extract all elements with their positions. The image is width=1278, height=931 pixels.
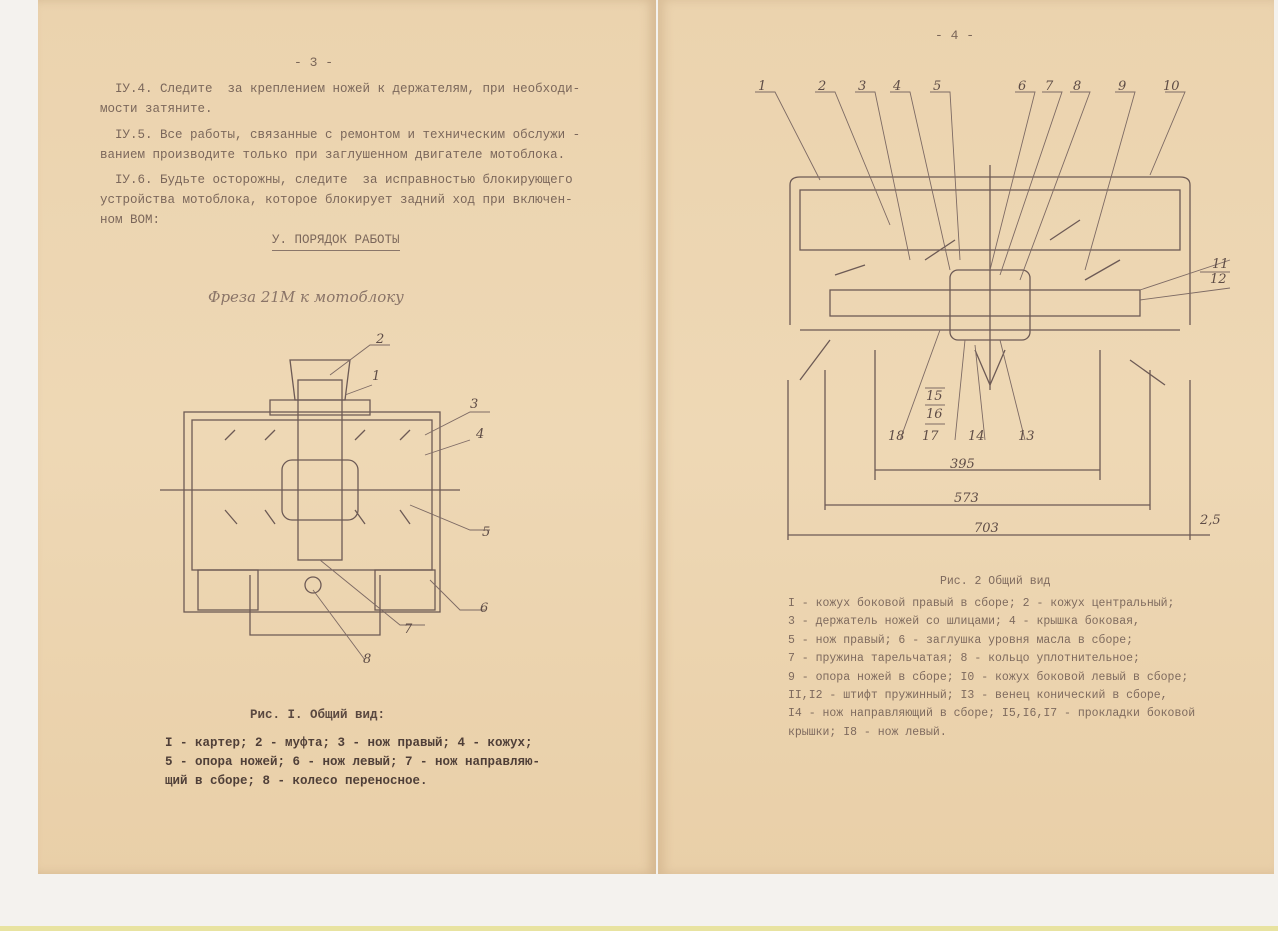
figure-label: 10 (1163, 79, 1180, 94)
dimension-label: 573 (954, 491, 979, 506)
figure-label: 2 (817, 79, 826, 94)
dimension-label: 2,5 (1199, 513, 1221, 528)
handwritten-title: Фреза 21М к мотоблоку (208, 288, 404, 306)
paragraph-line: IУ.6. Будьте осторожны, следите за испра… (115, 173, 573, 187)
paragraph-line: ванием производите только при заглушенно… (100, 148, 566, 162)
legend-line: 3 - держатель ножей со шлицами; 4 - крыш… (788, 615, 1140, 628)
dimension-label: 703 (974, 521, 999, 536)
figure-label: 18 (888, 429, 905, 444)
figure-label: 8 (1073, 79, 1081, 94)
figure-label: 9 (1118, 79, 1126, 94)
legend-line: II,I2 - штифт пружинный; I3 - венец кони… (788, 689, 1168, 702)
figure-2-diagram: 1 2 3 4 5 6 7 8 9 10 11 12 13 14 15 16 1… (755, 79, 1231, 540)
legend-line: I4 - нож направляющий в сборе; I5,I6,I7 … (788, 707, 1196, 720)
legend-line: щий в сборе; 8 - колесо переносное. (165, 774, 428, 788)
figure-label: 4 (475, 427, 484, 442)
figure-1-diagram: 1 2 3 4 5 6 7 8 (160, 332, 490, 667)
section-heading: У. ПОРЯДОК РАБОТЫ (272, 233, 400, 251)
left-page (38, 0, 656, 874)
figure-label: 6 (480, 601, 488, 616)
figure-label: 7 (1045, 79, 1054, 94)
legend-line: 5 - нож правый; 6 - заглушка уровня масл… (788, 634, 1134, 647)
legend-line: 9 - опора ножей в сборе; I0 - кожух боко… (788, 671, 1189, 684)
figure-label: 3 (858, 79, 866, 94)
figure-label: 5 (933, 79, 941, 94)
figure-caption: Рис. 2 Общий вид (940, 575, 1051, 588)
figure-label: 15 (926, 389, 943, 404)
legend-line: 5 - опора ножей; 6 - нож левый; 7 - нож … (165, 755, 541, 769)
figure-label: 7 (404, 622, 413, 637)
paragraph-line: устройства мотоблока, которое блокирует … (100, 193, 573, 207)
paragraph-line: IУ.5. Все работы, связанные с ремонтом и… (115, 128, 581, 142)
figure-label: 6 (1018, 79, 1026, 94)
legend-line: 7 - пружина тарельчатая; 8 - кольцо упло… (788, 652, 1140, 665)
paragraph-line: IУ.4. Следите за креплением ножей к держ… (115, 82, 581, 96)
paragraph-line: мости затяните. (100, 102, 213, 116)
page-number: - 3 - (294, 55, 334, 70)
legend-line: крышки; I8 - нож левый. (788, 726, 947, 739)
figure-label: 8 (363, 652, 371, 667)
figure-label: 1 (758, 79, 766, 94)
scan-edge (0, 926, 1278, 931)
figure-caption: Рис. I. Общий вид: (250, 708, 386, 722)
figure-label: 17 (922, 429, 939, 444)
legend-line: I - картер; 2 - муфта; 3 - нож правый; 4… (165, 736, 533, 750)
right-page (658, 0, 1274, 874)
figure-label: 11 (1212, 257, 1229, 272)
figure-label: 5 (482, 525, 490, 540)
figure-label: 4 (892, 79, 901, 94)
figure-label: 12 (1210, 272, 1227, 287)
figure-label: 14 (968, 429, 985, 444)
figure-label: 13 (1018, 429, 1035, 444)
figure-label: 2 (375, 332, 384, 347)
figure-label: 3 (470, 397, 478, 412)
legend-line: I - кожух боковой правый в сборе; 2 - ко… (788, 597, 1175, 610)
figure-label: 1 (372, 369, 380, 384)
page-number: - 4 - (935, 28, 975, 43)
figure-label: 16 (926, 407, 943, 422)
paragraph-line: ном ВОМ: (100, 213, 161, 227)
dimension-label: 395 (950, 457, 975, 472)
